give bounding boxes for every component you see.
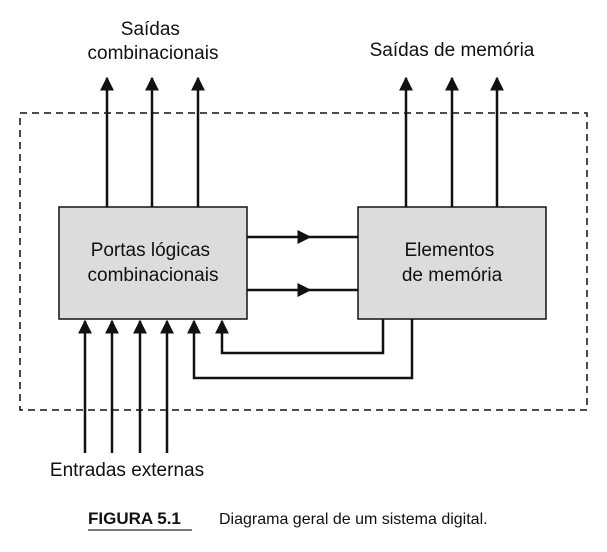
combinational-outputs-line-1: Saídas xyxy=(121,19,180,40)
combinational-outputs-label: Saídas combinacionais xyxy=(88,19,219,64)
combinational-logic-block xyxy=(58,206,248,320)
combinational-logic-line-2: combinacionais xyxy=(88,265,219,286)
combinational-logic-label: Portas lógicas combinacionais xyxy=(88,240,219,286)
feedback-path-inner xyxy=(215,319,385,355)
logic-to-memory-connections xyxy=(247,230,358,297)
memory-elements-line-2: de memória xyxy=(402,265,503,286)
memory-outputs-label: Saídas de memória xyxy=(370,40,535,61)
feedback-path-outer xyxy=(187,319,414,380)
combinational-outputs-line-2: combinacionais xyxy=(88,43,219,64)
external-input-arrows xyxy=(78,319,174,453)
memory-elements-label: Elementos de memória xyxy=(402,240,503,286)
memory-elements-line-1: Elementos xyxy=(404,240,494,261)
memory-elements-block xyxy=(357,206,547,320)
memory-output-arrows xyxy=(399,76,504,207)
figure-caption: Diagrama geral de um sistema digital. xyxy=(219,511,488,528)
external-inputs-label: Entradas externas xyxy=(50,460,204,481)
combinational-output-arrows xyxy=(100,76,205,207)
feedback-paths xyxy=(187,319,414,380)
combinational-logic-line-1: Portas lógicas xyxy=(91,240,210,261)
figure-number: FIGURA 5.1 xyxy=(88,509,181,528)
